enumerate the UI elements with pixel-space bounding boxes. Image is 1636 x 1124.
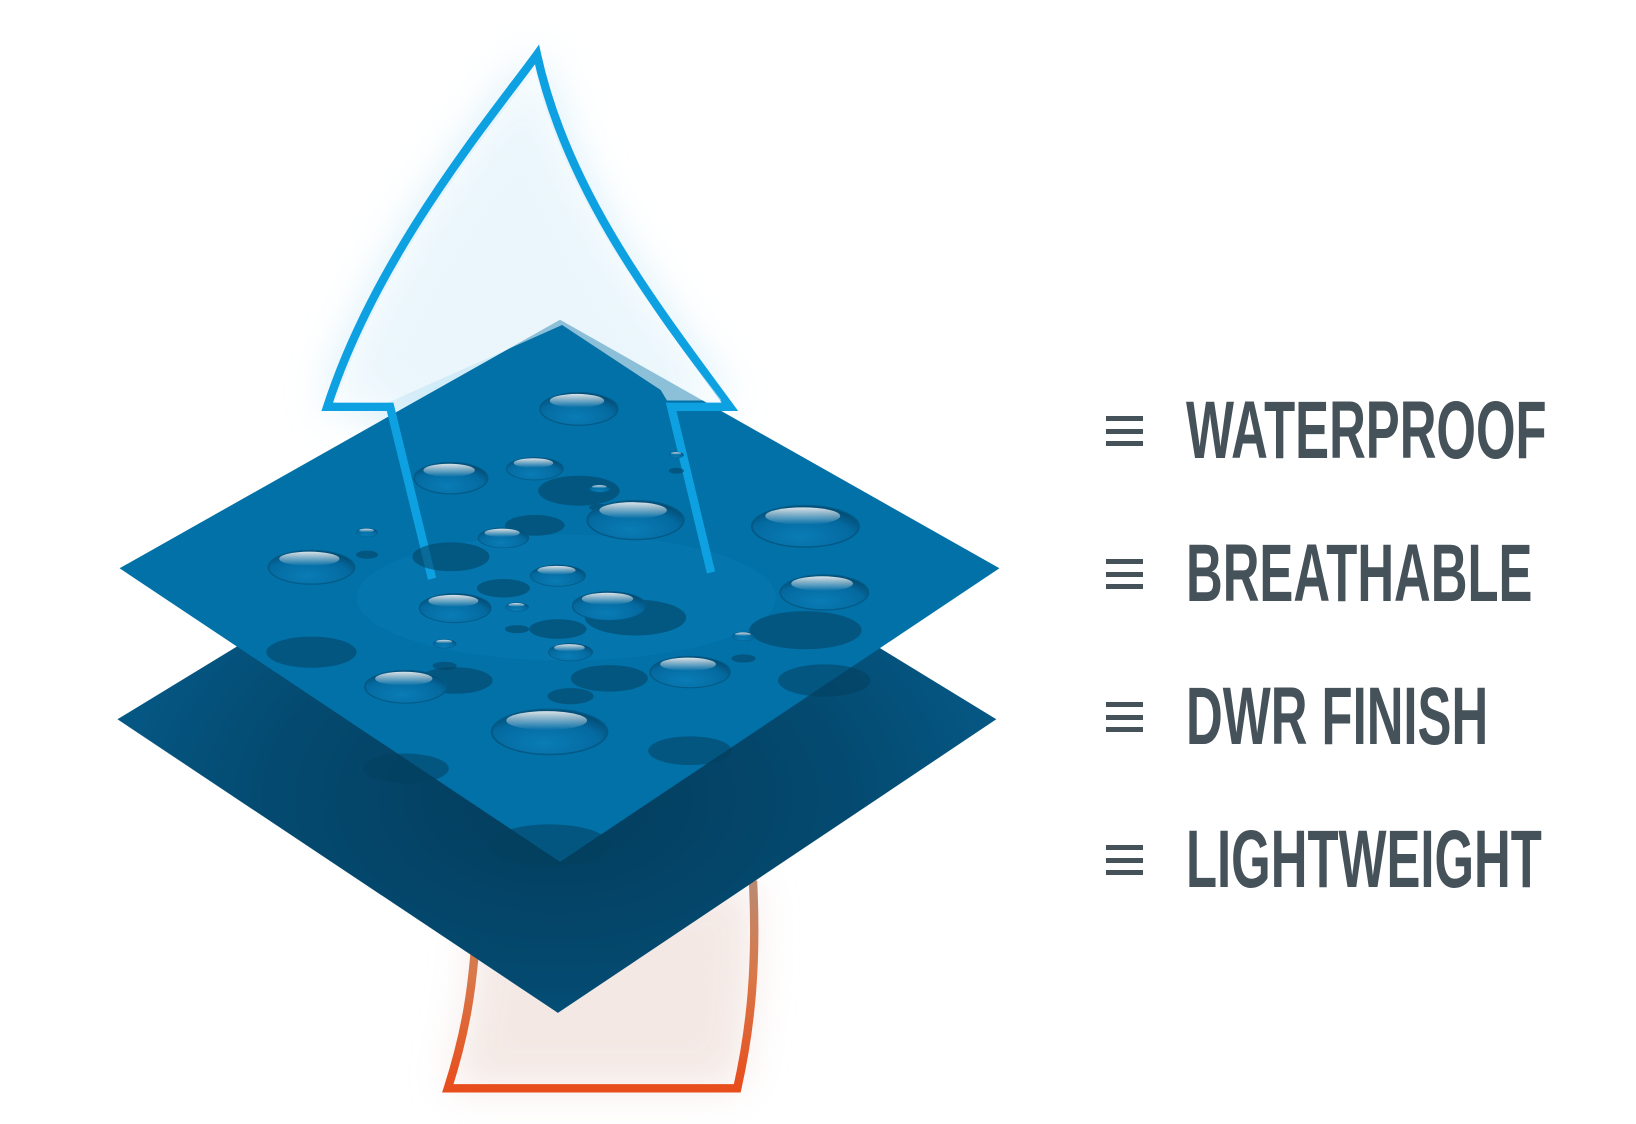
top-fabric-layer [119, 319, 1000, 862]
vapor-arrow [321, 44, 739, 580]
